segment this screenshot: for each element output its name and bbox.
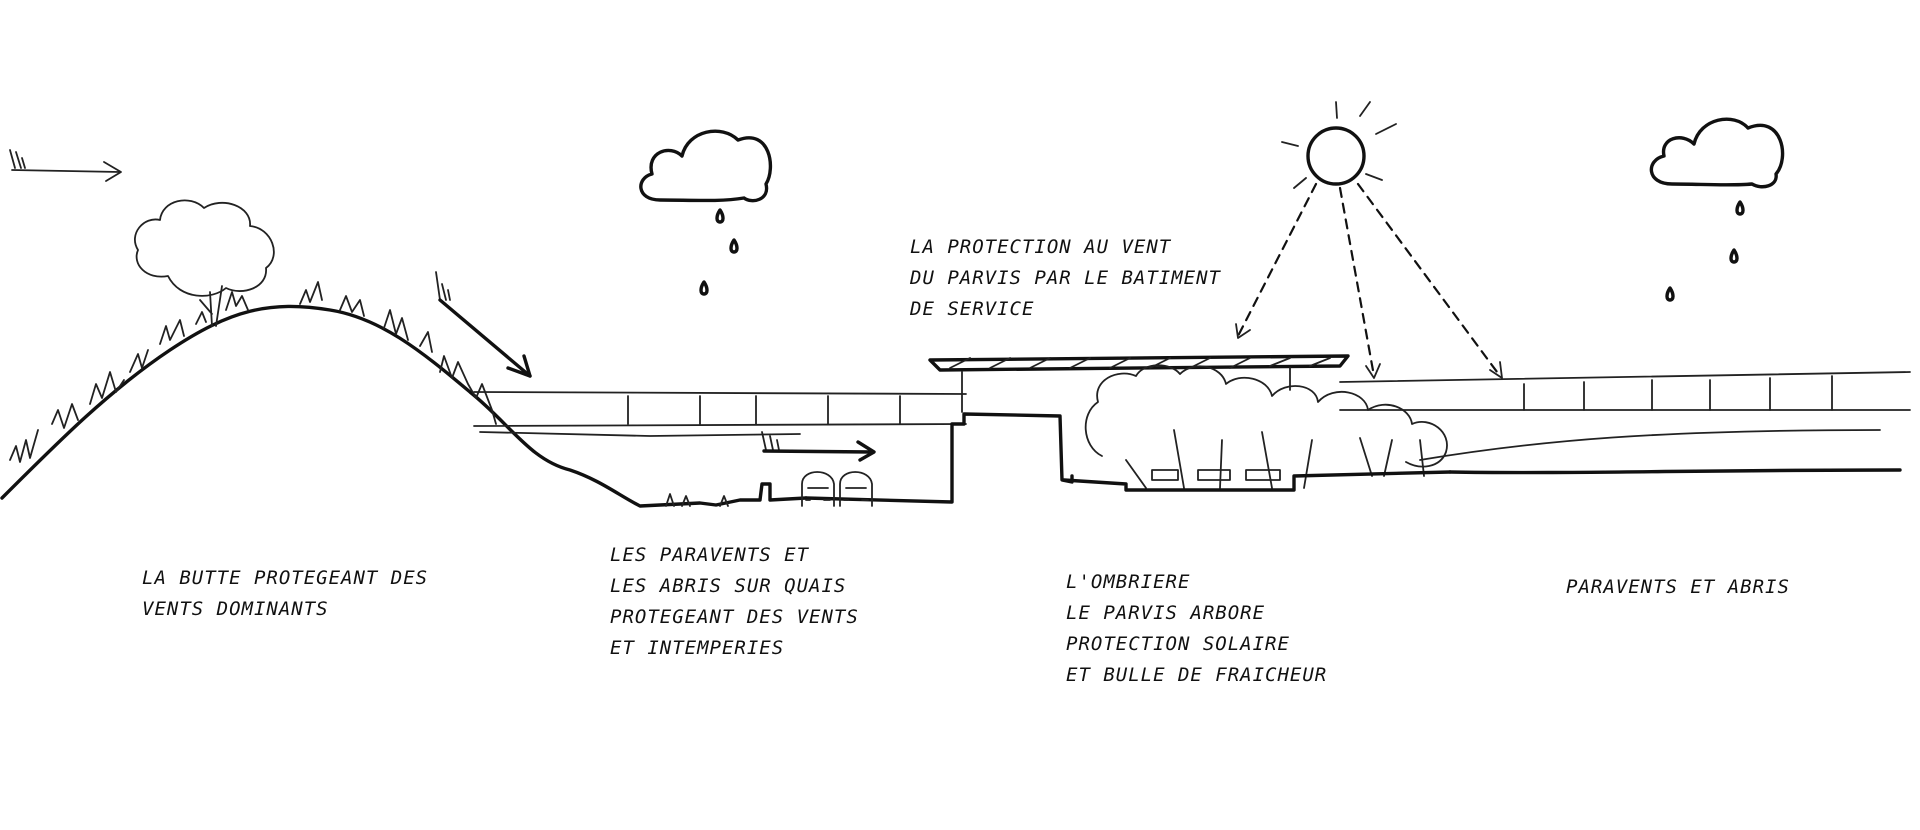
sun-ray bbox=[1340, 188, 1380, 378]
wind-arrow-icon bbox=[762, 432, 874, 460]
sun-ray bbox=[1236, 184, 1316, 338]
raindrop-icon bbox=[1731, 250, 1737, 262]
sun-icon bbox=[1282, 102, 1396, 188]
annotation-line: LE PARVIS ARBORE bbox=[1066, 602, 1266, 624]
platform-roof-right bbox=[1340, 372, 1910, 460]
tree-icon bbox=[1086, 365, 1447, 488]
annotation-line: PROTECTION SOLAIRE bbox=[1066, 633, 1290, 655]
raindrop-icon bbox=[1667, 288, 1673, 300]
parvis-ground bbox=[1064, 470, 1900, 490]
train-icon bbox=[840, 472, 872, 506]
raindrop-icon bbox=[731, 240, 737, 252]
train-icon bbox=[802, 472, 834, 506]
annotation-butte: LA BUTTE PROTEGEANT DES VENTS DOMINANTS bbox=[142, 563, 428, 625]
cloud-icon bbox=[641, 131, 771, 200]
annotation-protection-vent: LA PROTECTION AU VENT DU PARVIS PAR LE B… bbox=[910, 232, 1221, 325]
annotation-paravents-quais: LES PARAVENTS ET LES ABRIS SUR QUAIS PRO… bbox=[610, 540, 859, 664]
annotation-line: LES ABRIS SUR QUAIS bbox=[610, 575, 847, 597]
butte-hill bbox=[2, 282, 806, 506]
annotation-line: PROTEGEANT DES VENTS bbox=[610, 606, 859, 628]
raindrop-icon bbox=[1737, 202, 1743, 214]
raindrop-icon bbox=[717, 210, 723, 222]
annotation-line: LES PARAVENTS ET bbox=[610, 544, 810, 566]
annotation-line: LA BUTTE PROTEGEANT DES bbox=[142, 567, 429, 589]
annotation-line: VENTS DOMINANTS bbox=[142, 598, 329, 620]
annotation-line: LA PROTECTION AU VENT bbox=[910, 236, 1172, 258]
wind-arrow-icon bbox=[10, 150, 121, 181]
annotation-paravents-abris: PARAVENTS ET ABRIS bbox=[1566, 572, 1790, 603]
raindrop-icon bbox=[701, 282, 707, 294]
sun-ray bbox=[1358, 184, 1502, 378]
wind-arrow-icon bbox=[436, 272, 530, 376]
annotation-line: ET BULLE DE FRAICHEUR bbox=[1066, 664, 1328, 686]
annotation-line: ET INTEMPERIES bbox=[610, 637, 785, 659]
platform-roof-left bbox=[474, 392, 966, 436]
annotation-line: DE SERVICE bbox=[910, 298, 1035, 320]
annotation-ombriere: L'OMBRIERE LE PARVIS ARBORE PROTECTION S… bbox=[1066, 567, 1327, 691]
annotation-line: PARAVENTS ET ABRIS bbox=[1566, 576, 1790, 598]
tree-icon bbox=[135, 200, 274, 326]
annotation-line: DU PARVIS PAR LE BATIMENT bbox=[910, 267, 1221, 289]
cloud-icon bbox=[1651, 119, 1782, 187]
canopy-ombriere bbox=[930, 356, 1348, 412]
bench-icon bbox=[1152, 470, 1280, 480]
annotation-line: L'OMBRIERE bbox=[1066, 571, 1191, 593]
